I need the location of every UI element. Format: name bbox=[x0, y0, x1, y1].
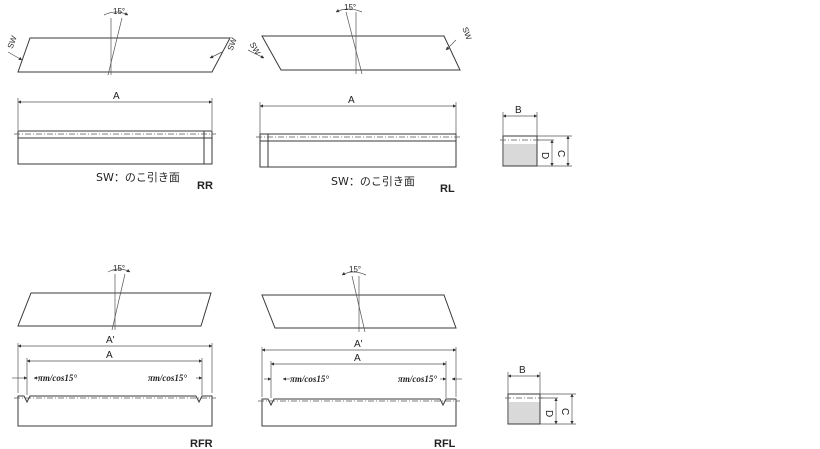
xs2-dim-b-label: B bbox=[519, 365, 526, 376]
rr-side-view: A SW：のこ引き面 RR bbox=[14, 91, 216, 192]
xs2-shaded-area bbox=[509, 402, 540, 424]
rr-angle-label: 15° bbox=[113, 7, 125, 16]
rfl-side-view: A' A πm/cos15° πm/cos15° RFL bbox=[258, 339, 462, 449]
rl-sw-note: SW：のこ引き面 bbox=[331, 174, 415, 188]
rr-sw-right-arrow bbox=[209, 51, 223, 59]
rfr-pitch-right-label: πm/cos15° bbox=[148, 373, 187, 383]
xs1-outline bbox=[502, 135, 538, 167]
rfl-dim-a-label: A bbox=[354, 353, 361, 364]
rfr-angle-arc bbox=[107, 268, 131, 273]
rfr-side-body bbox=[17, 395, 213, 427]
rl-side-view: A SW：のこ引き面 RL bbox=[256, 95, 460, 195]
rr-helix-line bbox=[107, 17, 123, 76]
rl-top-view: 15° SW SW bbox=[247, 3, 473, 75]
rl-sw-right-label: SW bbox=[460, 26, 473, 42]
rl-side-body bbox=[259, 133, 457, 168]
rr-side-body bbox=[17, 130, 213, 165]
xs2-dim-d-label: D bbox=[543, 410, 554, 417]
xs1-dim-c-label: C bbox=[555, 150, 566, 157]
rfl-top-view: 15° bbox=[261, 265, 457, 333]
rl-angle-label: 15° bbox=[344, 3, 356, 12]
rr-sw-note: SW：のこ引き面 bbox=[96, 170, 180, 184]
xs1-shaded-area bbox=[504, 144, 537, 166]
xs2-dim-c-label: C bbox=[559, 408, 570, 415]
rl-dim-a-label: A bbox=[348, 95, 355, 106]
rfr-angle-label: 15° bbox=[113, 264, 125, 273]
xs1-dim-b-label: B bbox=[515, 105, 522, 116]
rfr-dim-a-label: A bbox=[106, 350, 113, 361]
rfl-angle-arc bbox=[341, 271, 367, 276]
rr-angle-arc bbox=[103, 11, 129, 16]
cross-section-top: B D C bbox=[500, 105, 572, 167]
rfl-helix-line bbox=[351, 275, 366, 333]
rfr-top-view: 15° bbox=[17, 264, 212, 331]
rr-sw-right-label: SW bbox=[226, 36, 239, 52]
rl-sw-left-label: SW bbox=[248, 41, 262, 57]
rfl-angle-label: 15° bbox=[349, 265, 361, 274]
rfl-side-body bbox=[261, 398, 457, 427]
rfl-dim-a-prime-label: A' bbox=[354, 339, 363, 350]
rfr-pitch-left-label: πm/cos15° bbox=[38, 373, 77, 383]
rfl-variant-label: RFL bbox=[434, 438, 456, 449]
rr-variant-label: RR bbox=[197, 180, 213, 192]
rfr-variant-label: RFR bbox=[190, 438, 213, 449]
rfl-pitch-right-label: πm/cos15° bbox=[398, 374, 437, 384]
rl-top-parallelogram bbox=[261, 35, 461, 71]
rr-dim-a-label: A bbox=[113, 91, 120, 102]
rfl-pitch-left-label: πm/cos15° bbox=[290, 374, 329, 384]
rfr-helix-line bbox=[111, 273, 126, 331]
rr-top-parallelogram bbox=[17, 37, 231, 73]
xs2-outline bbox=[507, 393, 541, 425]
rl-sw-left-arrow bbox=[247, 49, 265, 59]
rl-sw-right-arrow bbox=[445, 39, 457, 51]
rfr-dim-a-prime-label: A' bbox=[106, 335, 115, 346]
xs1-dim-d-label: D bbox=[539, 152, 550, 159]
rl-helix-line bbox=[345, 11, 363, 75]
rfr-side-view: A' A πm/cos15° πm/cos15° RFR bbox=[12, 335, 216, 449]
rfr-top-parallelogram bbox=[17, 292, 212, 327]
rr-sw-left-label: SW bbox=[6, 34, 19, 50]
rl-variant-label: RL bbox=[440, 183, 455, 195]
rr-top-view: 15° SW SW bbox=[6, 7, 239, 76]
rl-angle-arc bbox=[335, 8, 363, 13]
rr-sw-left-arrow bbox=[7, 51, 23, 61]
cross-section-bottom: B D C bbox=[505, 365, 576, 425]
